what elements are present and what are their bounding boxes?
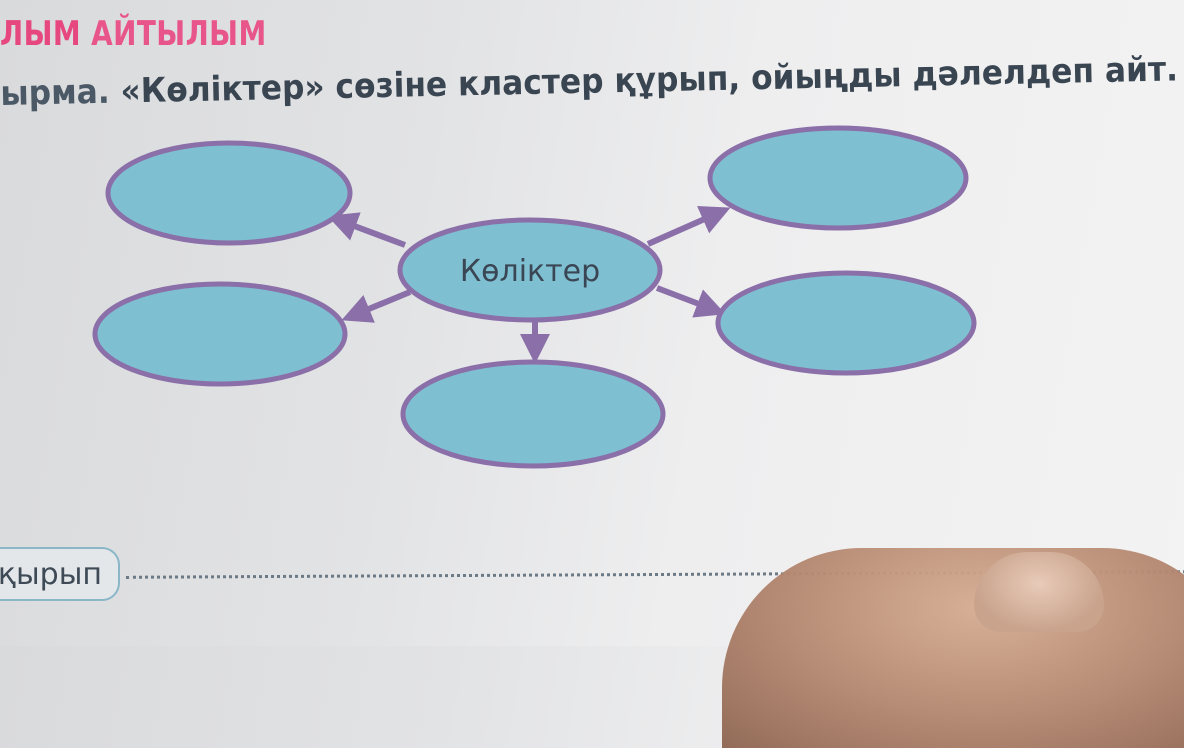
arrow-to-top-right [646, 205, 731, 247]
answer-topic-label: қырып [0, 556, 102, 592]
fingertip-photo [974, 552, 1104, 632]
bubble-middle-left[interactable] [92, 281, 348, 387]
cluster-diagram: Көліктер [92, 125, 977, 469]
workbook-page: ЛЫМ АЙТЫЛЫМ ырма. «Көліктер» сөзіне клас… [0, 14, 1184, 748]
section-title-prefix: ЛЫМ [0, 14, 82, 54]
cluster-bubbles [92, 125, 977, 469]
cluster-arrows [327, 205, 731, 364]
section-title-main: АЙТЫЛЫМ [91, 14, 267, 54]
cluster-center: Көліктер [397, 217, 663, 323]
bubble-bottom[interactable] [400, 359, 666, 469]
center-label: Көліктер [460, 254, 600, 289]
section-title: ЛЫМ АЙТЫЛЫМ [0, 14, 267, 54]
bubble-middle-right[interactable] [715, 270, 977, 376]
answer-topic-box: қырып [0, 547, 120, 601]
arrow-to-middle-right [655, 285, 726, 318]
bubble-top-left[interactable] [105, 140, 353, 246]
finger-photo [722, 548, 1184, 748]
bubble-top-right[interactable] [707, 125, 969, 231]
arrow-to-top-left [327, 212, 407, 248]
arrow-to-middle-left [341, 289, 412, 323]
center-bubble [397, 217, 663, 323]
answer-line: қырып [0, 543, 1184, 603]
